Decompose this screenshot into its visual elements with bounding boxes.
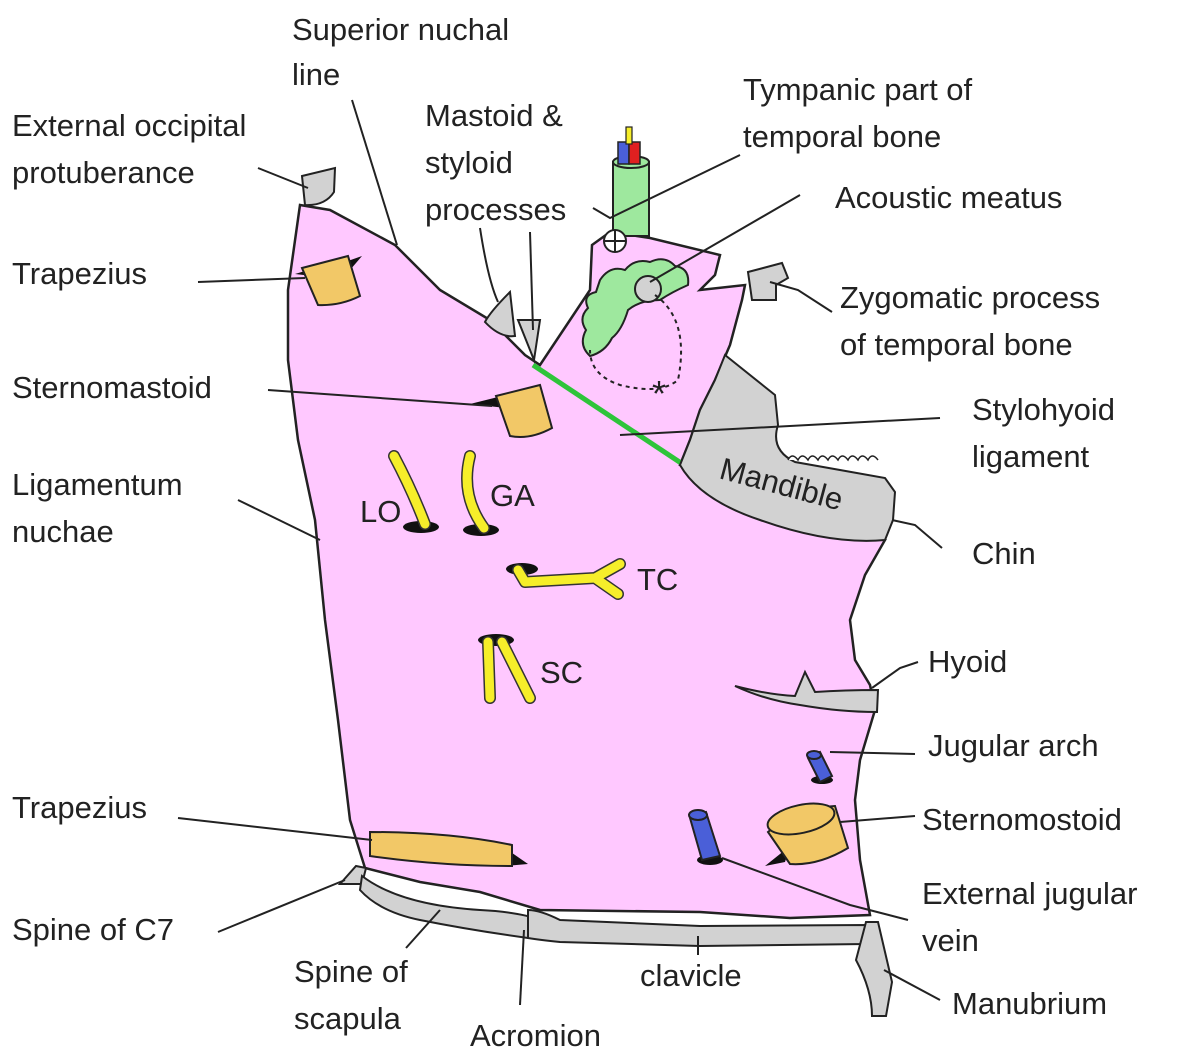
label-manubrium: Manubrium (952, 986, 1107, 1021)
label-mastoid-styloid: Mastoid & styloid processes (425, 98, 571, 227)
label-lo: LO (360, 494, 401, 529)
label-sc: SC (540, 655, 583, 690)
label-superior-nuchal-line: Superior nuchal line (292, 12, 518, 92)
zygomatic-process-bone (748, 263, 788, 300)
label-sternomostoid-bottom: Sternomostoid (922, 802, 1122, 837)
acoustic-meatus-circle (635, 276, 661, 302)
label-tc: TC (637, 562, 678, 597)
label-trapezius-bottom: Trapezius (12, 790, 147, 825)
label-zygomatic-process: Zygomatic process of temporal bone (840, 280, 1109, 362)
tympanic-wire-blue (618, 142, 629, 164)
label-clavicle: clavicle (640, 958, 742, 993)
label-chin: Chin (972, 536, 1036, 571)
label-external-occipital-protuberance: External occipital protuberance (12, 108, 255, 190)
manubrium-bone (856, 922, 892, 1016)
tympanic-wire-red (629, 142, 640, 164)
label-acromion: Acromion (470, 1018, 601, 1052)
mandible-teeth (788, 456, 878, 460)
label-tympanic-part: Tympanic part of temporal bone (743, 72, 981, 154)
label-sternomastoid-top: Sternomastoid (12, 370, 212, 405)
label-spine-c7: Spine of C7 (12, 912, 174, 947)
label-acoustic-meatus: Acoustic meatus (835, 180, 1062, 215)
label-stylohyoid-ligament: Stylohyoid ligament (972, 392, 1124, 474)
tympanic-tube (613, 162, 649, 236)
label-external-jugular-vein: External jugular vein (922, 876, 1146, 958)
label-ga: GA (490, 478, 535, 513)
label-trapezius-top: Trapezius (12, 256, 147, 291)
label-spine-scapula: Spine of scapula (294, 954, 416, 1036)
label-ligamentum-nuchae: Ligamentum nuchae (12, 467, 191, 549)
asterisk-mark: * (652, 373, 666, 414)
tympanic-wire-yellow (626, 127, 632, 144)
label-hyoid: Hyoid (928, 644, 1007, 679)
label-jugular-arch: Jugular arch (928, 728, 1099, 763)
